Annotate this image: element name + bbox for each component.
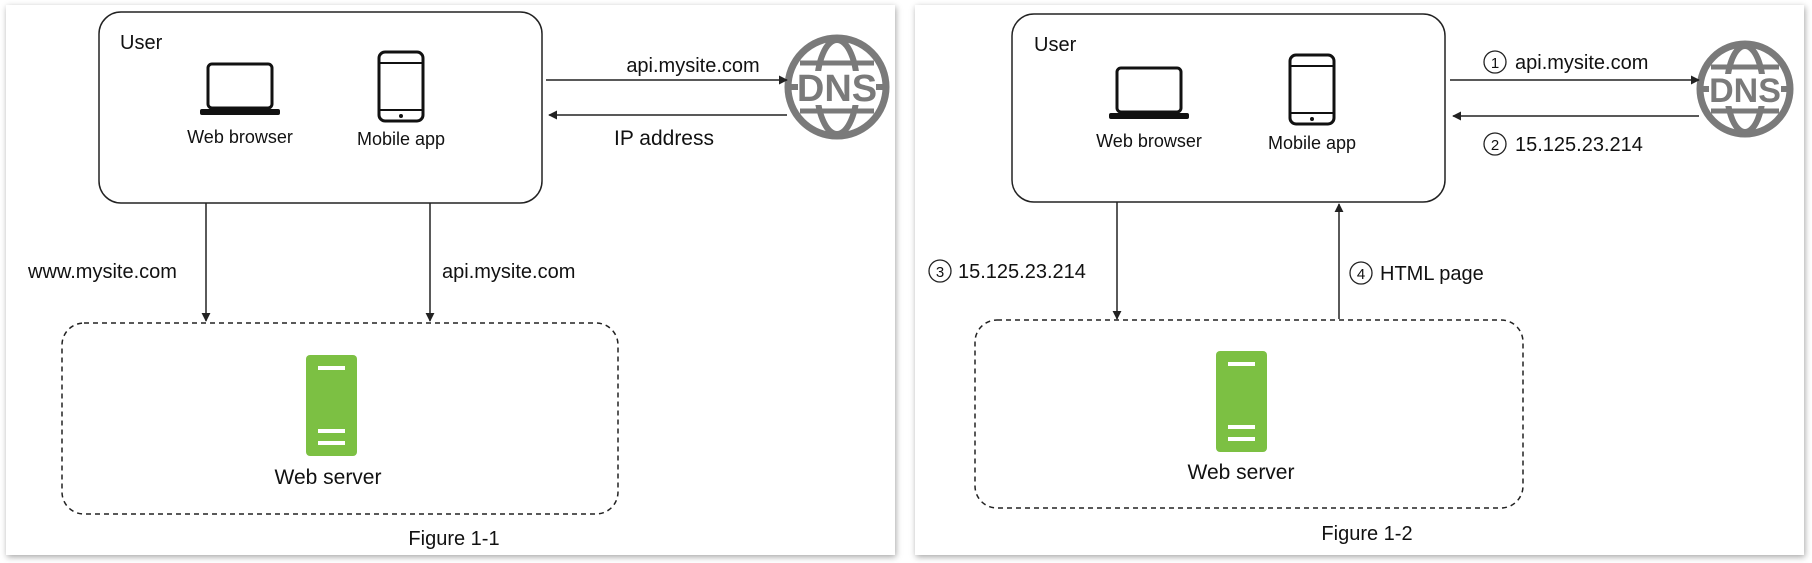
web-browser-label: Web browser	[1096, 131, 1202, 151]
dns-label: DNS	[1709, 72, 1781, 110]
step3-label: 15.125.23.214	[958, 261, 1086, 283]
www-label: www.mysite.com	[27, 261, 177, 283]
globe-icon	[1696, 40, 1794, 138]
step4-label: HTML page	[1380, 263, 1484, 285]
figure-caption: Figure 1-1	[408, 528, 499, 550]
web-server-label: Web server	[1188, 461, 1295, 484]
figure-1-panel: User Web browser Mobile app DNS api.mysi…	[6, 5, 895, 555]
step2-label: 15.125.23.214	[1515, 134, 1643, 156]
server-icon	[306, 355, 357, 456]
dns-label: DNS	[797, 68, 877, 110]
mobile-app-label: Mobile app	[357, 129, 445, 149]
laptop-icon	[1109, 66, 1189, 119]
step1-label: api.mysite.com	[1515, 52, 1648, 74]
mobile-app-label: Mobile app	[1268, 133, 1356, 153]
globe-icon	[784, 34, 890, 140]
step3-badge	[928, 259, 952, 283]
figure-2-diagram: User Web browser Mobile app DNS 1 api.my…	[928, 13, 1794, 545]
user-label: User	[1034, 34, 1077, 56]
figure-1-diagram: User Web browser Mobile app DNS api.mysi…	[27, 11, 890, 550]
web-browser-label: Web browser	[187, 127, 293, 147]
dns-request-label: api.mysite.com	[626, 55, 759, 77]
dns-response-label: IP address	[614, 127, 714, 150]
phone-icon	[1288, 53, 1336, 126]
figure-2-panel: User Web browser Mobile app DNS 1 api.my…	[915, 5, 1804, 555]
figure-caption: Figure 1-2	[1321, 523, 1412, 545]
step2-badge	[1483, 132, 1507, 156]
user-box	[98, 11, 543, 204]
step3-number: 3	[936, 264, 944, 281]
step1-badge	[1483, 50, 1507, 74]
step4-badge	[1349, 261, 1373, 285]
web-server-label: Web server	[275, 466, 382, 489]
server-icon	[1216, 351, 1267, 452]
api-label: api.mysite.com	[442, 261, 575, 283]
laptop-icon	[200, 62, 280, 115]
step2-number: 2	[1491, 137, 1499, 154]
phone-icon	[377, 50, 425, 123]
user-label: User	[120, 32, 163, 54]
user-box	[1011, 13, 1446, 203]
step4-number: 4	[1357, 266, 1365, 283]
step1-number: 1	[1491, 55, 1499, 72]
